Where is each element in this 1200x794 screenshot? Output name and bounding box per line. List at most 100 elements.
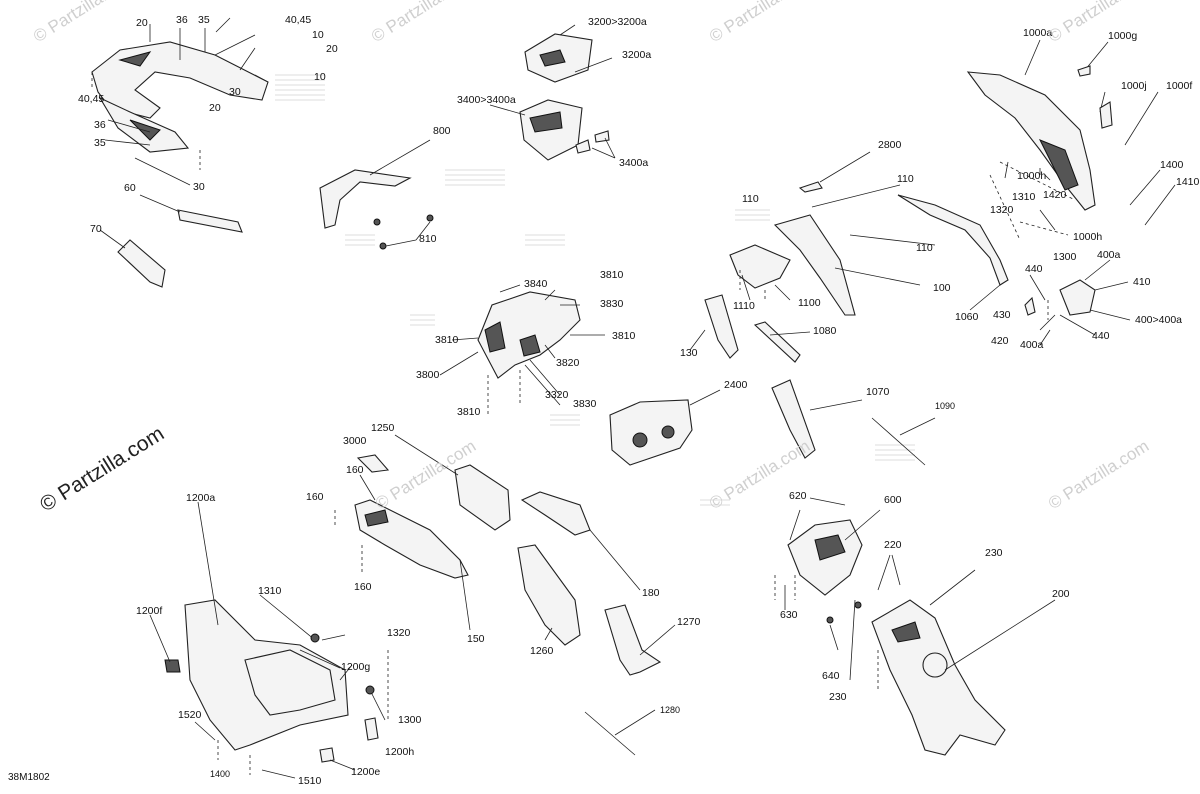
callout-label: 160 xyxy=(306,491,324,503)
callout-label: 1320 xyxy=(990,204,1014,216)
diagram-code: 38M1802 xyxy=(8,772,50,783)
callout-label: 130 xyxy=(680,347,698,359)
callout-label: 1000h xyxy=(1017,170,1047,182)
callout-label: 1520 xyxy=(178,709,202,721)
callout-label: 3810 xyxy=(600,269,624,281)
callout-label: 10 xyxy=(312,29,324,41)
callout-label: 2400 xyxy=(724,379,748,391)
callout-label: 630 xyxy=(780,609,798,621)
callout-label: 100 xyxy=(933,282,951,294)
callout-label: 1000j xyxy=(1121,80,1147,92)
callout-label: 1200h xyxy=(385,746,415,758)
callout-label: 2800 xyxy=(878,139,902,151)
callout-label: 3320 xyxy=(545,389,569,401)
callout-label: 36 xyxy=(94,119,106,131)
callout-label: 10 xyxy=(314,71,326,83)
callout-label: 1260 xyxy=(530,645,554,657)
callout-label: 36 xyxy=(176,14,188,26)
side-panel-150 xyxy=(334,434,511,631)
callout-label: 3000 xyxy=(343,435,367,447)
callout-label: 160 xyxy=(354,581,372,593)
callout-label: 1280 xyxy=(660,705,681,715)
callout-label: 230 xyxy=(829,691,847,703)
callout-label: 1300 xyxy=(1053,251,1077,263)
console-600 xyxy=(774,497,881,610)
callout-label: 1200g xyxy=(341,661,371,673)
callout-label: 30 xyxy=(193,181,205,193)
callout-label: 3400a xyxy=(619,157,649,169)
callout-label: 110 xyxy=(897,173,914,185)
callout-label: 1310 xyxy=(1012,191,1036,203)
headlight-2400 xyxy=(609,389,721,466)
callout-label: 60 xyxy=(124,182,136,194)
side-panel-1000a xyxy=(966,39,1176,241)
callout-label: 420 xyxy=(991,335,1009,347)
callout-label: 410 xyxy=(1133,276,1151,288)
callout-label: 600 xyxy=(884,494,902,506)
callout-label: 20 xyxy=(136,17,148,29)
callout-label: 20 xyxy=(209,102,221,114)
callout-label: 1110 xyxy=(733,300,755,312)
callout-label: 1250 xyxy=(371,422,395,434)
callout-label: 400a xyxy=(1020,339,1044,351)
callout-label: 150 xyxy=(467,633,485,645)
headlight-bezel-800 xyxy=(319,139,434,250)
callout-label: 20 xyxy=(326,43,338,55)
callout-label: 800 xyxy=(433,125,451,137)
callout-label: 230 xyxy=(985,547,1003,559)
callout-label: 1080 xyxy=(813,325,837,337)
callout-label: 1420 xyxy=(1043,189,1067,201)
callout-label: 810 xyxy=(419,233,437,245)
callout-label: 640 xyxy=(822,670,840,682)
callout-label: 430 xyxy=(993,309,1011,321)
callout-label: 1300 xyxy=(398,714,422,726)
callout-label: 3840 xyxy=(524,278,548,290)
callout-label: 1090 xyxy=(935,401,956,411)
bracket-400 xyxy=(1024,259,1131,346)
side-trims-130-1080-1070 xyxy=(689,294,936,466)
bracket-assembly-3800 xyxy=(439,284,605,415)
callout-label: 3800 xyxy=(416,369,440,381)
callout-label: 400a xyxy=(1097,249,1121,261)
side-panel-1200a xyxy=(149,501,389,779)
callout-label: 3200a xyxy=(622,49,652,61)
callout-label: 220 xyxy=(884,539,902,551)
callout-label: 110 xyxy=(742,193,759,205)
callout-label: 440 xyxy=(1025,263,1043,275)
callout-label: 620 xyxy=(789,490,807,502)
callout-label: 1000f xyxy=(1166,80,1193,92)
callout-label: 40,45 xyxy=(285,14,312,26)
callout-label: 35 xyxy=(198,14,210,26)
callout-label: 1060 xyxy=(955,311,979,323)
callout-label: 1100 xyxy=(798,297,821,309)
texture-patches xyxy=(275,74,915,506)
callout-label: 1200f xyxy=(136,605,163,617)
callout-label: 1510 xyxy=(298,775,322,787)
callout-label: 1400 xyxy=(210,769,231,779)
callout-label: 440 xyxy=(1092,330,1110,342)
callout-label: 110 xyxy=(916,242,933,254)
callout-label: 70 xyxy=(90,223,102,235)
airbox-3200-3400 xyxy=(489,24,616,161)
callout-label: 1070 xyxy=(866,386,890,398)
callout-label: 3200>3200a xyxy=(588,16,647,28)
callout-label: 200 xyxy=(1052,588,1070,600)
callout-label: 1410 xyxy=(1176,176,1200,188)
trim-60-and-70 xyxy=(99,194,243,288)
console-200 xyxy=(826,554,1056,756)
callout-label: 1320 xyxy=(387,627,411,639)
callout-label: 3830 xyxy=(600,298,624,310)
callout-label: 1310 xyxy=(258,585,282,597)
callout-label: 1400 xyxy=(1160,159,1184,171)
callout-label: 1200e xyxy=(351,766,381,778)
callout-label: 1270 xyxy=(677,616,701,628)
callout-label: 30 xyxy=(229,86,241,98)
callout-label: 400>400a xyxy=(1135,314,1183,326)
callout-label: 3830 xyxy=(573,398,597,410)
callout-label: 1200a xyxy=(186,492,216,504)
callout-label: 180 xyxy=(642,587,660,599)
callout-label: 1000h xyxy=(1073,231,1103,243)
callout-label: 40,45 xyxy=(78,93,105,105)
